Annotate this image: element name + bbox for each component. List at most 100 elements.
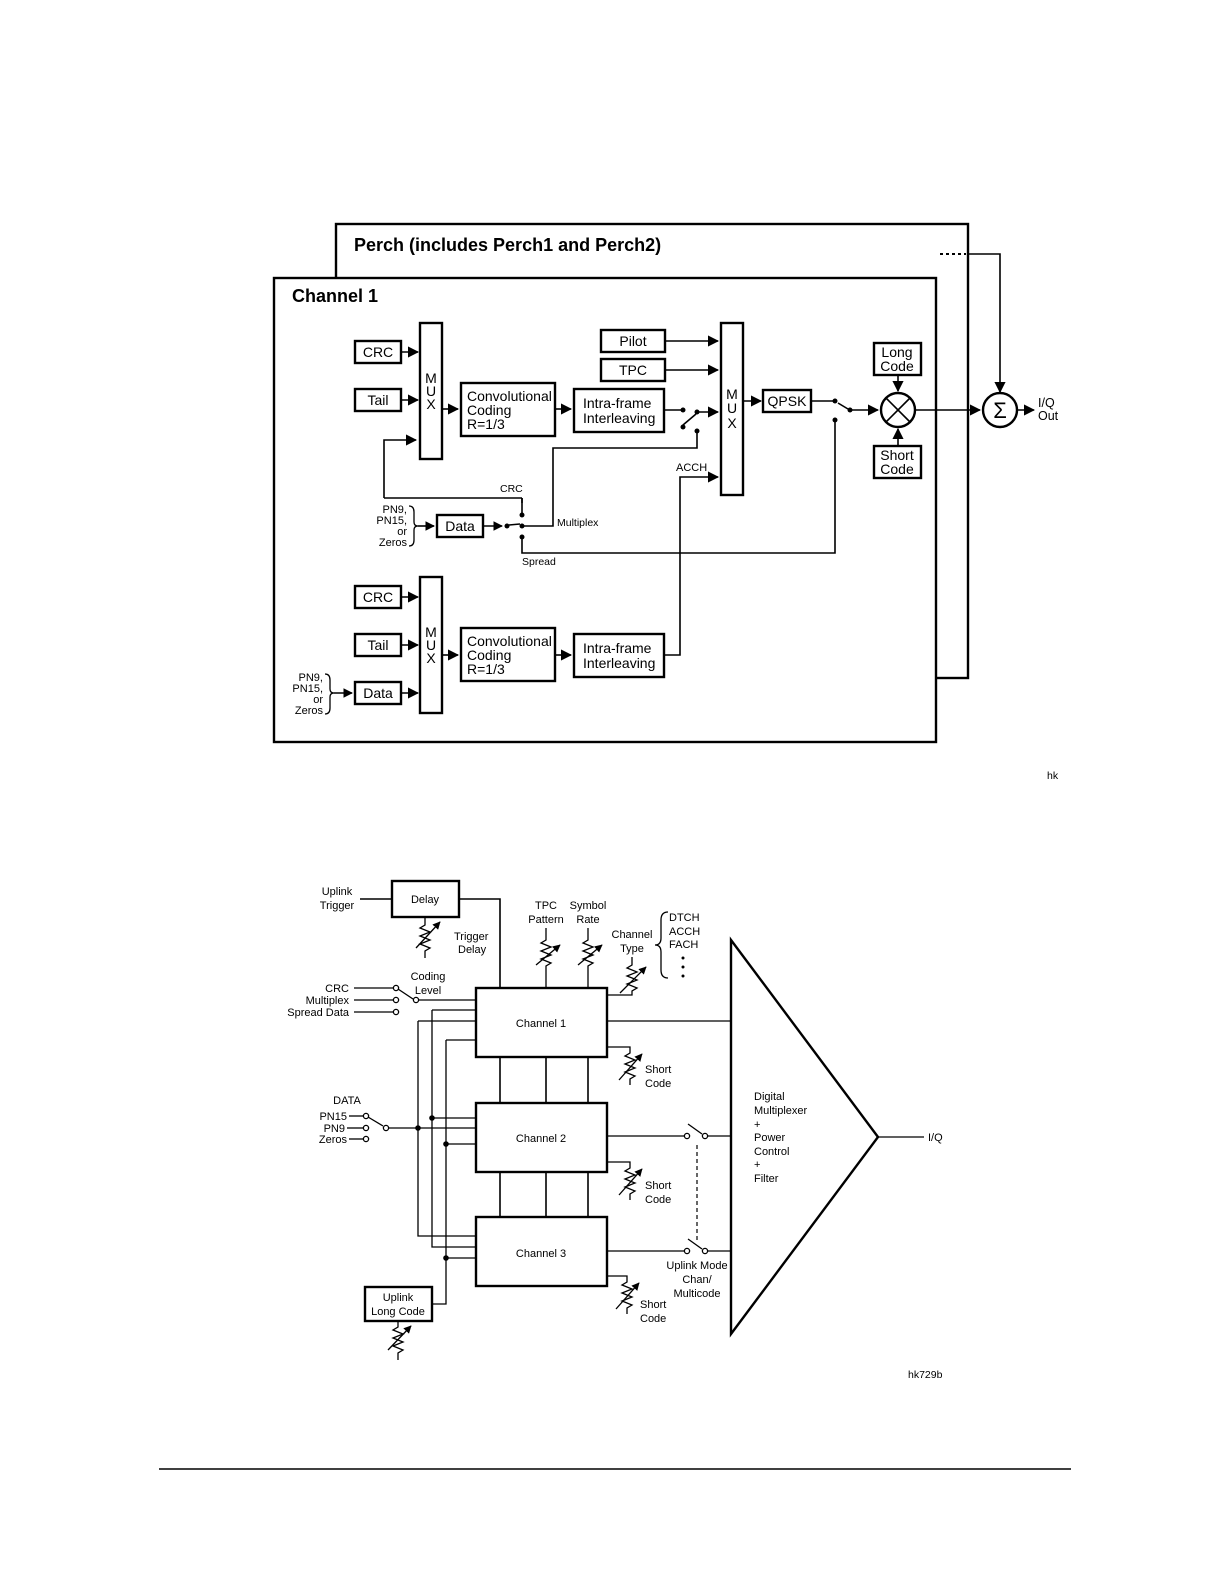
- pn-lower-l2: PN15,: [292, 683, 323, 695]
- pn-l4: Zeros: [379, 537, 408, 549]
- short-code2-l1: Short: [645, 1180, 671, 1192]
- perch-title: Perch (includes Perch1 and Perch2): [354, 235, 661, 255]
- spread-label: Spread: [522, 556, 556, 568]
- channel3-label: Channel 3: [516, 1248, 566, 1260]
- pn-lower-l4: Zeros: [295, 705, 324, 717]
- coding-level-l2: Level: [415, 985, 441, 997]
- channel-type-l1: Channel: [612, 929, 653, 941]
- pilot-label: Pilot: [619, 333, 646, 349]
- multiplex-label: Multiplex: [557, 517, 599, 529]
- data-label: Data: [445, 518, 475, 534]
- conv-l3: R=1/3: [467, 416, 505, 432]
- data-label-lower: Data: [363, 685, 393, 701]
- interleaving-lower: [572, 632, 666, 679]
- short-l1: Short: [880, 447, 914, 463]
- inter-lower-l1: Intra-frame: [583, 640, 652, 656]
- short-l2: Code: [880, 461, 914, 477]
- crc-switch-label: CRC: [500, 483, 523, 495]
- short-code1-l2: Code: [645, 1078, 671, 1090]
- conv-lower-l2: Coding: [467, 647, 511, 663]
- mux2-u: U: [727, 400, 737, 416]
- dmux-l7: Filter: [754, 1173, 779, 1185]
- channel1-box: [474, 986, 609, 1059]
- symbol-rate-l1: Symbol: [570, 900, 607, 912]
- coding-level-l1: Coding: [411, 971, 446, 983]
- channel-title: Channel 1: [292, 286, 378, 306]
- trigger-delay-l2: Delay: [458, 944, 487, 956]
- type-acch: ACCH: [669, 926, 700, 938]
- data-input-title: DATA: [333, 1095, 361, 1107]
- pn-l2: PN15,: [376, 515, 407, 527]
- uplink-mode-l1: Uplink Mode: [666, 1260, 727, 1272]
- channel3-box: [474, 1215, 609, 1288]
- acch-label: ACCH: [676, 462, 707, 474]
- trigger-delay-l1: Trigger: [454, 931, 489, 943]
- iq-label: I/Q: [928, 1132, 943, 1144]
- iq-out-l1: I/Q: [1038, 396, 1055, 410]
- conv-lower-l3: R=1/3: [467, 661, 505, 677]
- short-code2-l2: Code: [645, 1194, 671, 1206]
- tail-label-lower: Tail: [367, 637, 388, 653]
- coding-in-crc: CRC: [325, 983, 349, 995]
- inter-l2: Interleaving: [583, 410, 655, 426]
- uplink-mode-l2: Chan/: [682, 1274, 712, 1286]
- uplink-mode-l3: Multicode: [673, 1288, 720, 1300]
- type-dtch: DTCH: [669, 912, 700, 924]
- mux-lower-u: U: [426, 637, 436, 653]
- dmux-l2: Multiplexer: [754, 1105, 808, 1117]
- coding-in-multiplex: Multiplex: [306, 995, 350, 1007]
- ulc-l2: Long Code: [371, 1306, 425, 1318]
- dmux-l5: Control: [754, 1146, 789, 1158]
- sum-symbol: Σ: [993, 398, 1007, 423]
- dmux-l4: Power: [754, 1132, 786, 1144]
- long-l2: Code: [880, 358, 914, 374]
- tpc-pattern-l1: TPC: [535, 900, 557, 912]
- uplink-trigger-l2: Trigger: [320, 900, 355, 912]
- channel1-label: Channel 1: [516, 1018, 566, 1030]
- crc-label: CRC: [363, 344, 393, 360]
- mux1-m: M: [425, 370, 437, 386]
- dmux-l6: +: [754, 1159, 760, 1171]
- data-in-zeros: Zeros: [319, 1134, 348, 1146]
- tpc-pattern-l2: Pattern: [528, 914, 563, 926]
- pn-l1: PN9,: [383, 504, 407, 516]
- type-fach: FACH: [669, 939, 698, 951]
- conv-lower-l1: Convolutional: [467, 633, 552, 649]
- data-in-pn15: PN15: [319, 1111, 347, 1123]
- tpc-label: TPC: [619, 362, 647, 378]
- conv-l2: Coding: [467, 402, 511, 418]
- digital-multiplexer-triangle: [729, 936, 880, 1338]
- dmux-l1: Digital: [754, 1091, 785, 1103]
- channel-type-l2: Type: [620, 943, 644, 955]
- crc-label-lower: CRC: [363, 589, 393, 605]
- pn-lower-l1: PN9,: [299, 672, 323, 684]
- conv-coding-upper: [459, 381, 557, 438]
- uplink-diagram: Uplink Trigger Delay Trigger Delay TPC P…: [287, 879, 943, 1381]
- short-code1-l1: Short: [645, 1064, 671, 1076]
- uplink-long-code-box: [363, 1285, 434, 1323]
- tail-label: Tail: [367, 392, 388, 408]
- conv-l1: Convolutional: [467, 388, 552, 404]
- data-in-pn9: PN9: [324, 1123, 345, 1135]
- mux1-upper: [418, 321, 444, 461]
- perch-channel-diagram: Perch (includes Perch1 and Perch2) Chann…: [272, 222, 1059, 782]
- mux1-u: U: [426, 383, 436, 399]
- channel2-box: [474, 1101, 609, 1174]
- ulc-l1: Uplink: [383, 1292, 414, 1304]
- conv-coding-lower: [459, 626, 557, 683]
- mux-lower-x: X: [426, 650, 436, 666]
- iq-out-l2: Out: [1038, 409, 1059, 423]
- dmux-l3: +: [754, 1119, 760, 1131]
- qpsk-label: QPSK: [768, 393, 808, 409]
- short-code3-l1: Short: [640, 1299, 666, 1311]
- mux2: [719, 321, 745, 497]
- inter-l1: Intra-frame: [583, 395, 652, 411]
- short-code3-l2: Code: [640, 1313, 666, 1325]
- coding-in-spread: Spread Data: [287, 1007, 350, 1019]
- mux1-lower: [418, 575, 444, 715]
- fig-id-1: hk: [1047, 770, 1059, 782]
- uplink-trigger-l1: Uplink: [322, 886, 353, 898]
- pn-lower-l3: or: [313, 694, 323, 706]
- delay-label: Delay: [411, 894, 440, 906]
